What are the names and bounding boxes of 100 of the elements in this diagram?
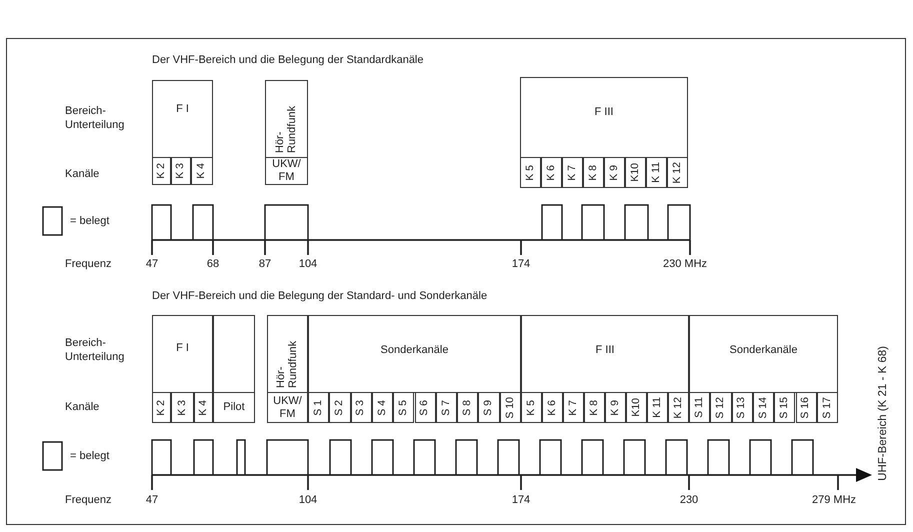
channel-cell (265, 157, 308, 185)
channel-cell (457, 392, 478, 423)
legend-label: = belegt (70, 215, 110, 228)
channel-cell (604, 157, 625, 188)
band-box (521, 315, 689, 393)
channel-cell (436, 392, 458, 423)
channel-label: S 3 (355, 400, 368, 416)
row-label: Frequenz (65, 258, 112, 272)
channel-label: S 7 (440, 400, 452, 416)
channel-cell (478, 392, 500, 423)
channel-cell (171, 392, 194, 423)
channel-label: S 6 (419, 400, 431, 416)
channel-label: S 4 (376, 400, 388, 416)
band-box (689, 315, 838, 393)
channel-cell (625, 157, 646, 188)
channel-label: S 8 (462, 400, 474, 416)
channel-label: K 3 (175, 163, 187, 179)
channel-cell (584, 392, 605, 423)
band-label: Hör- Rundfunk (274, 104, 299, 153)
channel-cell (689, 392, 710, 423)
channel-label: S 5 (398, 400, 410, 416)
channel-cell (152, 392, 171, 423)
channel-label: S 13 (736, 396, 748, 418)
frequency-tick-label: 68 (206, 258, 220, 272)
frequency-tick-label: 174 (512, 258, 530, 272)
channel-label: K 11 (650, 162, 662, 183)
channel-cell (626, 392, 647, 423)
band-label: F I (176, 103, 189, 116)
channel-label: S 14 (758, 396, 770, 418)
channel-label: S 1 (312, 400, 324, 416)
channel-cell (194, 392, 213, 423)
frequency-tick-label: 279 MHz (812, 494, 856, 508)
channel-cell (562, 157, 583, 188)
channel-label: K 7 (566, 164, 578, 180)
row-label: Kanäle (65, 401, 100, 414)
channel-label: K 7 (568, 400, 580, 416)
channel-label: S 9 (483, 400, 495, 416)
legend-label: = belegt (70, 450, 110, 464)
channel-label: K 3 (176, 400, 188, 416)
band-label: Hör- Rundfunk (275, 340, 300, 388)
channel-cell (171, 157, 191, 185)
frequency-tick-label: 174 (512, 494, 530, 508)
band-box (265, 80, 308, 158)
channel-label: K 9 (610, 400, 622, 416)
channel-cell (308, 392, 330, 423)
channel-cell (521, 392, 542, 423)
channel-label: S 12 (715, 396, 727, 418)
channel-cell (520, 157, 541, 188)
frequency-tick-label: 47 (146, 494, 158, 508)
band-label: F I (176, 342, 189, 355)
band-label: Sonderkanäle (730, 344, 798, 357)
band-box (152, 315, 213, 393)
range-text: UHF-Bereich (K 21 - K 68) (876, 346, 890, 481)
channel-label: K 2 (156, 163, 168, 179)
channel-cell (774, 392, 796, 423)
channel-cell (647, 392, 668, 423)
channel-cell (329, 392, 351, 423)
band-label: F III (596, 344, 614, 357)
band-box (520, 77, 688, 158)
channel-label: UKW/ FM (272, 394, 303, 420)
row-label: Kanäle (65, 168, 100, 182)
channel-label: K 4 (198, 400, 210, 416)
channel-label: K 9 (608, 164, 620, 180)
panel-title: Der VHF-Bereich und die Belegung der Standardkanäle (152, 54, 424, 68)
band-box (213, 315, 255, 393)
channel-label: K 12 (672, 162, 684, 184)
channel-label: Pilot (223, 401, 245, 414)
channel-cell (372, 392, 394, 423)
channel-label: K 4 (196, 163, 208, 179)
channel-cell (646, 157, 667, 188)
channel-cell (583, 157, 604, 188)
channel-label: S 10 (504, 396, 516, 418)
channel-cell (393, 392, 414, 423)
channel-label: K10 (630, 398, 642, 417)
channel-label: K 6 (546, 400, 558, 416)
channel-label: K 2 (156, 400, 168, 416)
frequency-tick-label: 104 (298, 258, 318, 272)
channel-label: K 5 (524, 164, 536, 180)
frequency-tick-label: 47 (146, 258, 158, 272)
channel-cell (414, 392, 436, 423)
channel-label: K10 (630, 163, 642, 182)
channel-label: K 12 (672, 396, 684, 418)
channel-label: S 16 (800, 396, 812, 418)
channel-label: UKW/ FM (271, 158, 302, 184)
frequency-tick-label: 230 (680, 494, 698, 508)
channel-cell (152, 157, 171, 185)
channel-cell (710, 392, 732, 423)
band-box (267, 315, 308, 393)
channel-cell (796, 392, 817, 423)
channel-cell (541, 157, 562, 188)
panel-title: Der VHF-Bereich und die Belegung der Standard- und Sonderkanäle (152, 290, 488, 304)
channel-cell (191, 157, 213, 185)
channel-cell (668, 392, 689, 423)
frequency-tick-label: 87 (258, 258, 272, 272)
channel-label: K 5 (526, 400, 538, 416)
channel-cell (752, 392, 774, 423)
channel-cell (542, 392, 563, 423)
channel-cell (816, 392, 838, 423)
frequency-tick-label: 104 (298, 494, 318, 508)
channel-cell (500, 392, 521, 423)
